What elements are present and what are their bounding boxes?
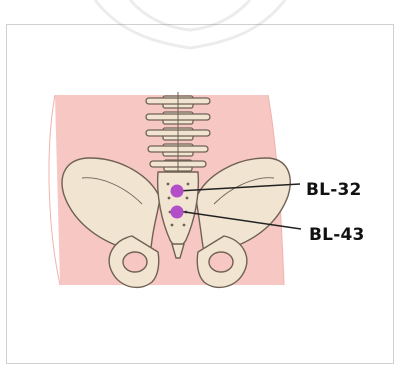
acupoint-bl43-label: BL-43 [309, 225, 365, 245]
acupoint-bl32-marker [171, 185, 184, 198]
acupoint-bl43-marker [171, 206, 184, 219]
acupoint-bl32-label: BL-32 [306, 180, 362, 200]
watermark-emblem [95, 0, 285, 48]
